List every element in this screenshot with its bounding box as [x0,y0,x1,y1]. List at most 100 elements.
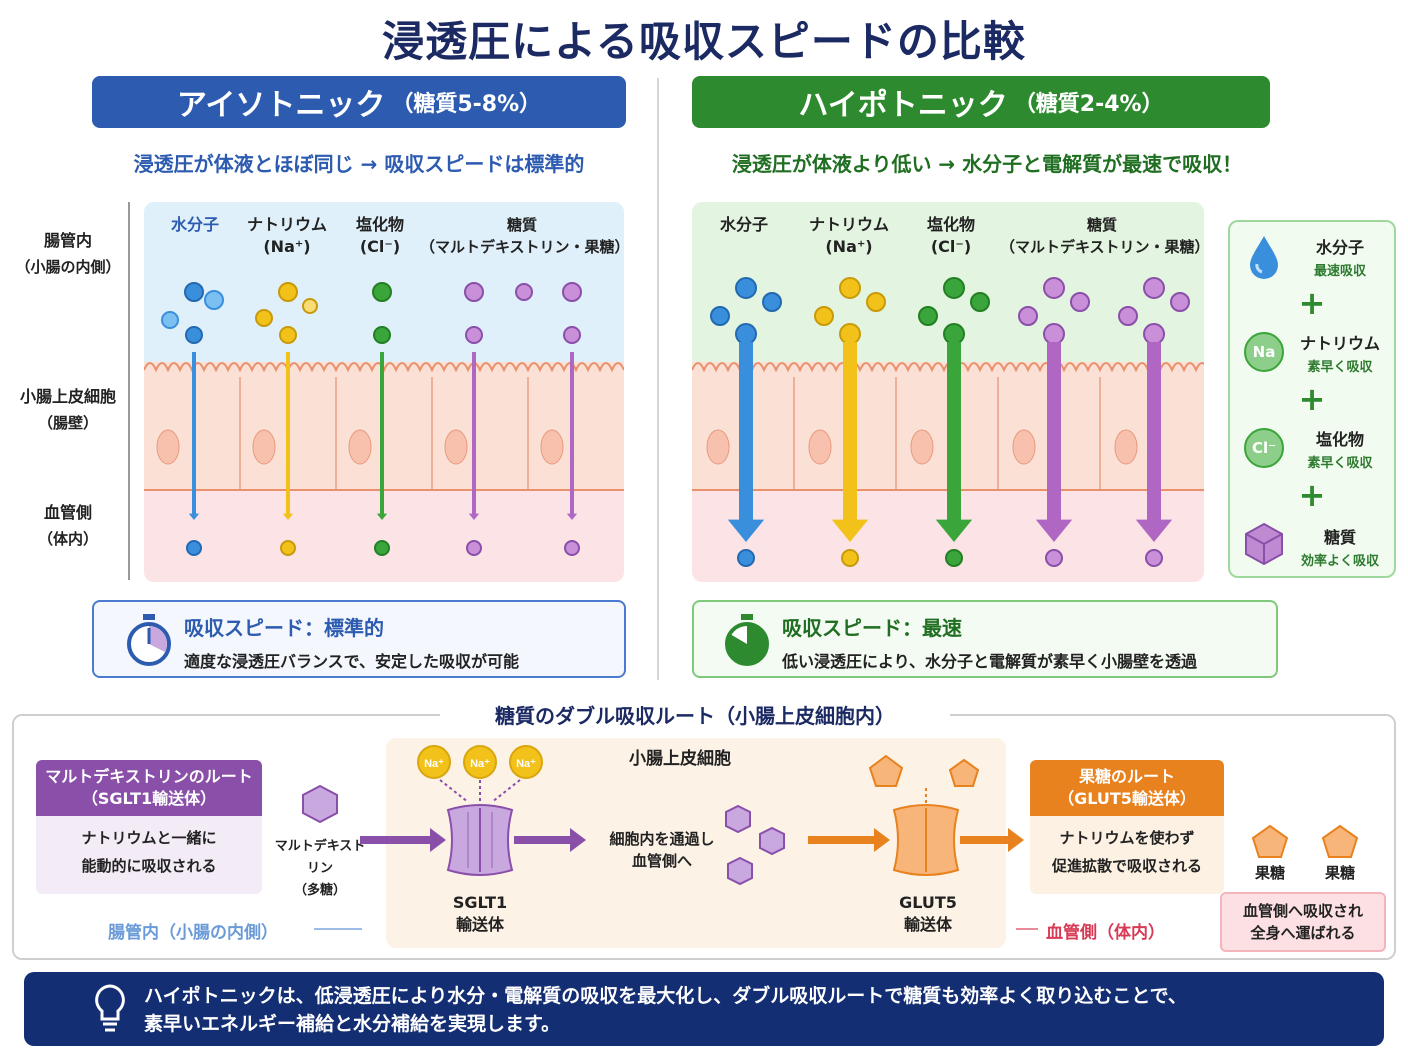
chloride-icon: Cl⁻ [1244,428,1284,468]
page-title: 浸透圧による吸収スピードの比較 [382,17,1026,66]
sodium-particle [280,540,296,556]
water-particle [161,311,179,329]
fructose-route-body: ナトリウムを使わず 促進拡散で吸収される [1051,829,1202,875]
isotonic-col-sodium-sub: (Na⁺) [263,237,311,256]
arrow-out-sglt1 [514,828,586,852]
lightbulb-icon [95,984,125,1032]
chloride-particle [945,549,963,567]
sglt1-label: SGLT1 輸送体 [452,893,508,934]
side-lumen-sub: （小腸の内側） [15,258,121,276]
maltodextrin-label: マルトデキストリン （多糖） [274,839,366,898]
legend-sodium-name: ナトリウム [1299,334,1380,353]
svg-text:Na⁺: Na⁺ [516,758,536,770]
isotonic-speed-box: 吸収スピード：標準的 適度な浸透圧バランスで、安定した吸収が可能 [92,600,626,678]
isotonic-col-sodium: ナトリウム(Na⁺) [232,214,342,258]
sugar-particle [1143,277,1165,299]
blood-side-label: 血管側（体内） [1046,923,1165,943]
hypotonic-speed-desc: 低い浸透圧により、水分子と電解質が素早く小腸壁を透過 [782,652,1198,671]
summary-footer: ハイポトニックは、低浸透圧により水分・電解質の吸収を最大化し、ダブル吸収ルートで… [24,972,1384,1046]
hypotonic-col-sugar: 糖質 （マルトデキストリン・果糖） [1000,214,1210,258]
chloride-particle [943,323,965,345]
sugar-particle [465,326,483,344]
chloride-particle [943,277,965,299]
sodium-particle [839,277,861,299]
sodium-icon: Na [1244,332,1284,372]
maltodextrin-route-box: マルトデキストリンのルート （SGLT1輸送体） ナトリウムと一緒に 能動的に吸… [36,760,262,894]
isotonic-speed-desc: 適度な浸透圧バランスで、安定した吸収が可能 [184,652,520,671]
fructose-route-box: 果糖のルート （GLUT5輸送体） ナトリウムを使わず 促進拡散で吸収される [1030,760,1224,894]
hypotonic-col-sugar-sub: （マルトデキストリン・果糖） [1000,238,1210,256]
svg-text:Na⁺: Na⁺ [424,758,444,770]
sugar-arrow [1135,342,1173,542]
absorption-legend: 水分子 最速吸収 + Na ナトリウム 素早く吸収 + Cl⁻ 塩化物 素早く吸… [1228,220,1396,578]
double-route-diagram: Na⁺ Na⁺ Na⁺ [360,745,1024,886]
chloride-particle [372,282,392,302]
hypotonic-diagram [692,202,1204,582]
sodium-particle [841,549,859,567]
sodium-ions: Na⁺ Na⁺ Na⁺ [417,745,543,803]
chloride-arrow [935,342,973,542]
svg-text:Na⁺: Na⁺ [470,758,490,770]
side-label-epithelium: 小腸上皮細胞 （腸壁） [6,384,130,436]
summary-text: ハイポトニックは、低浸透圧により水分・電解質の吸収を最大化し、ダブル吸収ルートで… [144,985,1187,1035]
sugar-particle [464,282,484,302]
legend-chloride-status: 素早く吸収 [1307,456,1373,471]
hypotonic-col-chloride-sub: (Cl⁻) [930,237,972,256]
hypotonic-col-sodium-name: ナトリウム [808,215,889,234]
isotonic-speed-title: 吸収スピード：標準的 [184,616,384,640]
sodium-arrow [282,352,294,520]
sodium-particle [839,323,861,345]
isotonic-col-sugar: 糖質（マルトデキストリン・果糖） [420,214,630,258]
sodium-particle [278,282,298,302]
epithelial-cell-label: 小腸上皮細胞 [629,749,731,769]
hypotonic-col-sodium: ナトリウム(Na⁺) [794,214,904,258]
sugar-arrow [1035,342,1073,542]
hypotonic-col-sugar-name: 糖質 [1086,216,1117,234]
maltodextrin-route-header: マルトデキストリンのルート （SGLT1輸送体） [36,760,262,816]
side-epi-sub: （腸壁） [37,414,98,432]
legend-sugar-status: 効率よく吸収 [1300,554,1379,569]
stopwatch-icon [127,614,171,666]
maltodextrin-hexagon-icon [302,784,338,824]
sugar-hexagons [725,804,785,886]
water-particle [186,540,202,556]
isotonic-header: アイソトニック （糖質5-8%） [92,76,626,128]
isotonic-col-sugar-sub: （マルトデキストリン・果糖） [420,238,630,256]
arrow-into-glut5 [808,828,890,852]
sugar-particle [562,282,582,302]
fructose-pentagon-icon [1251,824,1289,858]
sodium-particle [866,292,886,312]
isotonic-header-main: アイソトニック [176,88,386,123]
sodium-arrow [831,342,869,542]
isotonic-header-sub: （糖質5-8%） [391,92,542,117]
legend-chloride-name: 塩化物 [1315,430,1364,449]
isotonic-col-water: 水分子 [150,214,240,236]
chloride-particle [374,540,390,556]
isotonic-panel [144,202,624,582]
hypotonic-col-chloride-name: 塩化物 [926,215,975,234]
sodium-particle [814,306,834,326]
water-particle [737,549,755,567]
double-route-title: 糖質のダブル吸収ルート（小腸上皮細胞内） [440,700,950,729]
hypotonic-header-sub: （糖質2-4%） [1013,92,1164,117]
sugar-particle [1043,277,1065,299]
side-blood-title: 血管側 [43,503,92,522]
chloride-particle [918,306,938,326]
stopwatch-icon [725,614,769,666]
sugar-particle [466,540,482,556]
sugar-particle [1143,323,1165,345]
glut5-transporter [892,804,960,876]
water-arrow [188,352,200,520]
water-particle [735,323,757,345]
sugar-particle [1118,306,1138,326]
fructose-route-header: 果糖のルート （GLUT5輸送体） [1030,760,1224,816]
lumen-arrow [314,928,362,930]
hypotonic-tagline: 浸透圧が体液より低い → 水分子と電解質が最速で吸収！ [731,152,1243,176]
column-divider [657,78,659,680]
sugar-particle [1170,292,1190,312]
sugar-particle [1043,323,1065,345]
legend-water-status: 最速吸収 [1313,264,1366,279]
chloride-arrow [376,352,388,520]
plus-icon: + [1298,476,1326,514]
fructose-pentagon-icon [1321,824,1359,858]
